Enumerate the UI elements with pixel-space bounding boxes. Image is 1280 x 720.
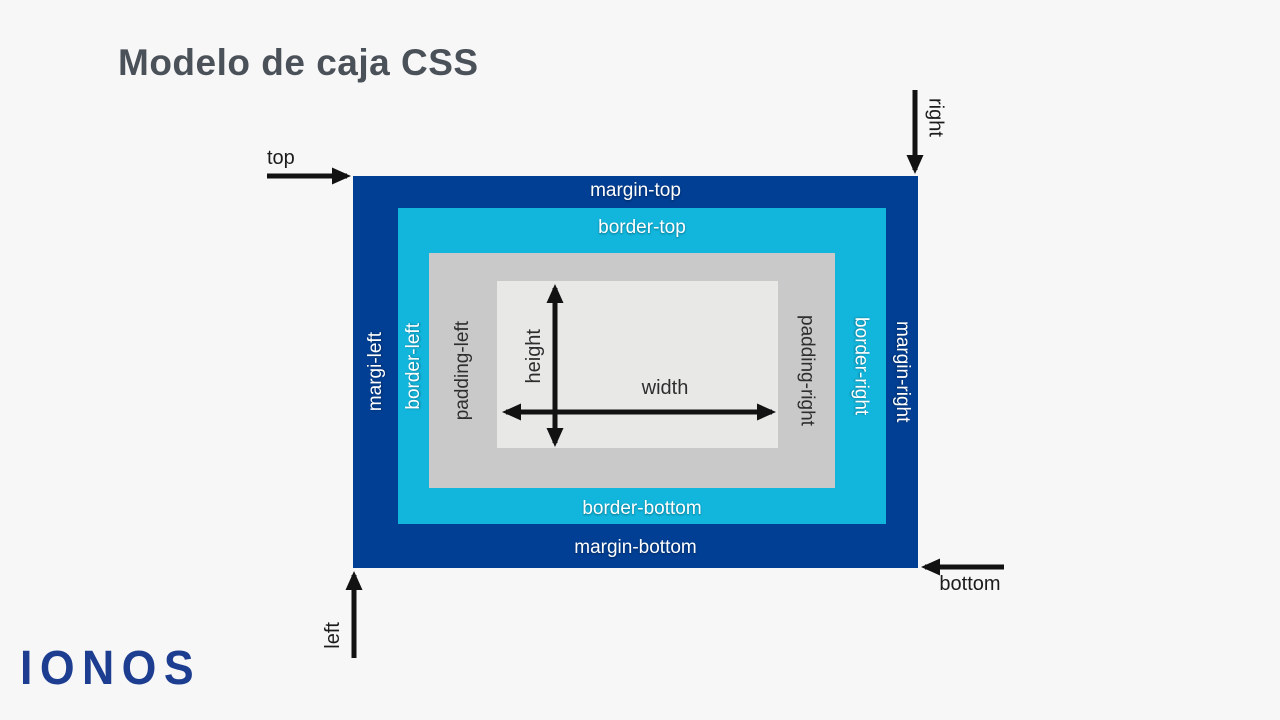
page-title: Modelo de caja CSS [118,42,479,83]
margin-bottom-label: margin-bottom [574,537,697,558]
padding-left-band: padding-left [429,253,497,488]
ionos-logo: IONOS [20,642,202,695]
border-left-label: border-left [402,322,424,410]
padding-right-band: padding-right [778,253,835,488]
right-position-band: right [922,88,948,146]
padding-left-label: padding-left [452,320,473,421]
width-label: width [641,377,689,399]
border-right-label: border-right [850,316,872,416]
border-top-label: border-top [598,217,686,238]
left-position-band: left [320,606,346,664]
content-box [497,281,778,448]
margin-left-label: margi-left [364,332,386,412]
margin-left-band: margi-left [353,176,398,568]
margin-right-label: margin-right [892,321,913,423]
height-label-band: height [512,281,556,431]
top-position-label: top [267,147,295,169]
margin-top-label: margin-top [590,180,681,201]
right-position-label: right [924,97,947,137]
border-bottom-label: border-bottom [582,498,702,519]
height-label: height [522,328,545,384]
border-left-band: border-left [398,208,429,524]
bottom-position-label: bottom [939,573,1001,595]
border-right-band: border-right [835,208,886,524]
padding-right-label: padding-right [796,315,818,426]
left-position-label: left [321,621,344,649]
margin-right-band: margin-right [886,176,918,568]
